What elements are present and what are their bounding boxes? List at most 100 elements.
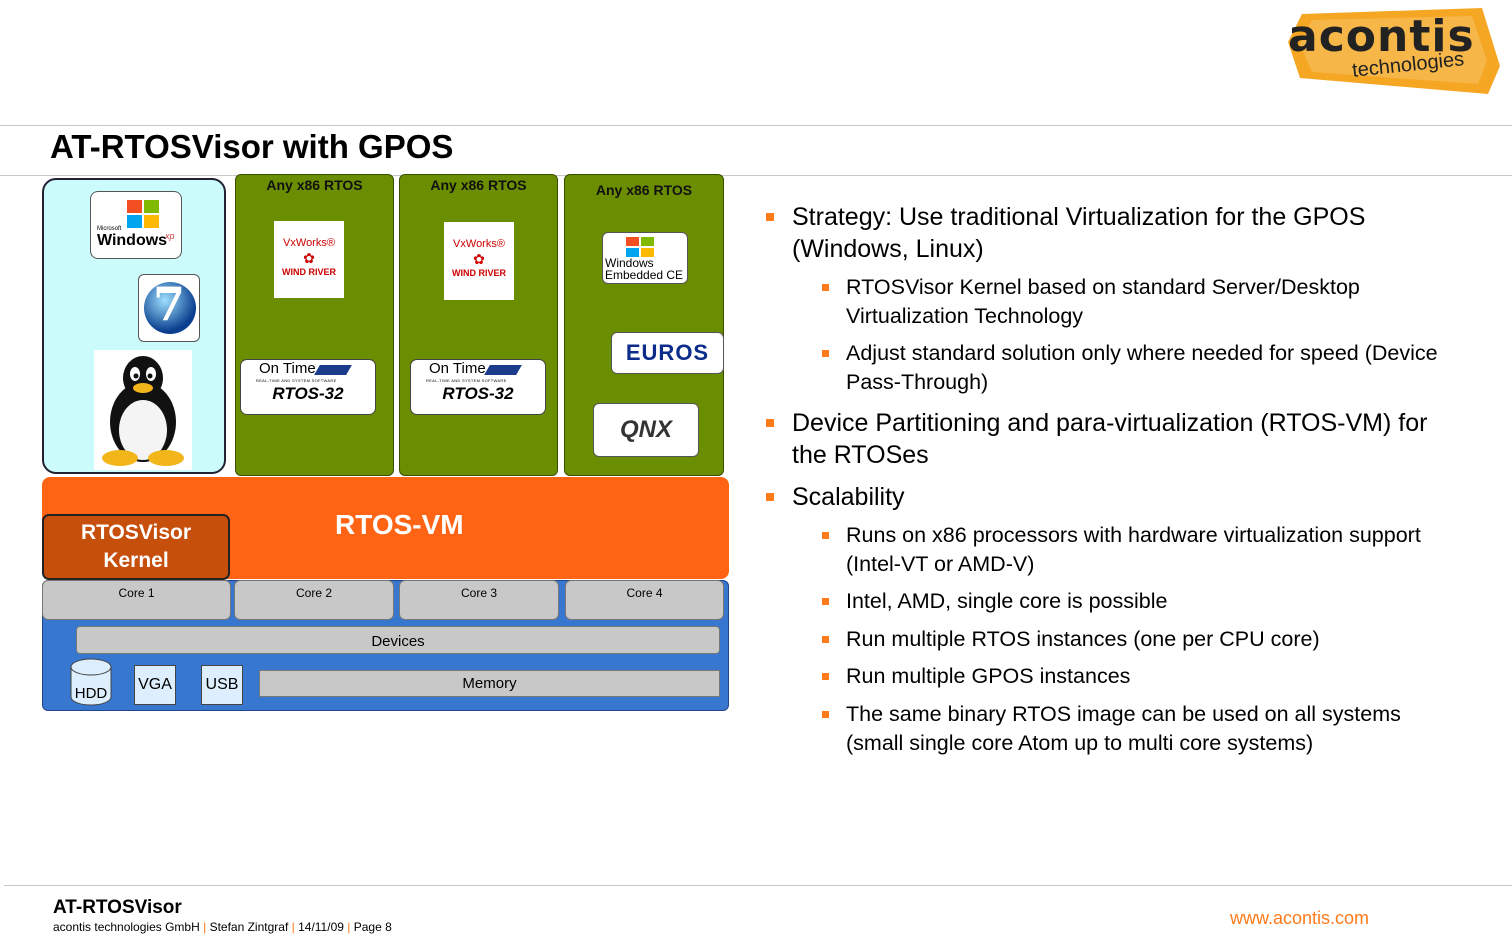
windows-7-logo: 7 [138,274,200,342]
windriver-mark-icon: ✿ [473,251,485,267]
rtos-column-3: Any x86 RTOS Windows Embedded CE EUROS Q… [564,174,724,476]
windows-flag-icon [626,237,654,257]
hdd-icon [70,658,112,706]
bullet-square-icon [766,419,774,427]
bullet-square-icon [766,493,774,501]
footer-meta: acontis technologies GmbH | Stefan Zintg… [53,920,392,934]
bullet-text: Run multiple RTOS instances (one per CPU… [846,627,1320,651]
core-3-box: Core 3 [399,580,559,620]
slide-title: AT-RTOSVisor with GPOS [50,128,454,165]
gpos-column: Microsoft Windows xp 7 [42,178,226,474]
footer-author: Stefan Zintgraf [209,920,289,934]
windows-xp-logo: Microsoft Windows xp [90,191,182,259]
qnx-logo: QNX [593,403,699,457]
rtos-column-1: Any x86 RTOS VxWorks® ✿ WIND RIVER On Ti… [235,174,394,476]
vxworks-logo: VxWorks® ✿ WIND RIVER [274,221,344,298]
footer-url-link[interactable]: www.acontis.com [1230,908,1370,928]
bullet-subitem: Run multiple RTOS instances (one per CPU… [822,625,1446,654]
column-header: Any x86 RTOS [595,182,693,198]
footer-separator: | [291,920,295,934]
euros-logo: EUROS [611,332,724,374]
bullet-square-icon [822,284,829,291]
column-header: Any x86 RTOS [430,177,527,193]
bullet-subitem: RTOSVisor Kernel based on standard Serve… [822,273,1446,331]
footer-separator: | [347,920,351,934]
bullet-text: Device Partitioning and para-virtualizat… [792,409,1428,469]
footer-separator: | [203,920,207,934]
bullet-text: Run multiple GPOS instances [846,664,1131,688]
bullet-text: Strategy: Use traditional Virtualization… [792,203,1366,263]
bullet-text: Intel, AMD, single core is possible [846,589,1168,613]
vxworks-logo: VxWorks® ✿ WIND RIVER [444,222,514,300]
rtos-column-2: Any x86 RTOS VxWorks® ✿ WIND RIVER On Ti… [399,174,558,476]
microsoft-label: Microsoft [97,226,122,232]
ontime-label: On Time [429,360,486,377]
windows-7-orb-icon [144,282,196,334]
vxworks-label: VxWorks® [283,237,335,249]
bullet-text: Runs on x86 processors with hardware vir… [846,523,1421,576]
ontime-bar-icon [484,365,522,375]
logo-wordmark: acontis [1288,11,1475,62]
bullet-subitem: Adjust standard solution only where need… [822,339,1446,397]
bullet-item: Strategy: Use traditional Virtualization… [766,201,1452,265]
bullet-subitem: Runs on x86 processors with hardware vir… [822,521,1446,579]
bullet-item: Device Partitioning and para-virtualizat… [766,407,1452,471]
windriver-label: WIND RIVER [282,267,336,277]
bullet-square-icon [822,598,829,605]
wince-label-2: Embedded CE [605,268,684,282]
devices-bar: Devices [76,626,720,654]
ontime-tagline: REAL-TIME AND SYSTEM SOFTWARE [426,378,507,383]
bullet-square-icon [822,673,829,680]
footer-company: acontis technologies GmbH [53,920,200,934]
acontis-logo: acontis technologies [1282,6,1504,98]
title-rule [0,175,1512,176]
vga-box: VGA [134,665,176,705]
xp-superscript: xp [165,231,175,241]
hdd-label: HDD [74,685,108,702]
footer-title: AT-RTOSVisor [53,897,182,918]
tux-penguin-icon [102,356,184,466]
ontime-rtos32-logo: On Time REAL-TIME AND SYSTEM SOFTWARE RT… [410,359,546,415]
kernel-label-line1: RTOSVisor [80,521,192,544]
core-4-box: Core 4 [565,580,724,620]
footer-page-number: Page 8 [353,920,392,934]
windows-7-numeral: 7 [152,277,185,331]
core-1-box: Core 1 [42,580,231,620]
kernel-label-line2: Kernel [103,549,169,572]
bullet-item: Scalability [766,481,1452,513]
bullet-text: Scalability [792,483,905,511]
memory-bar: Memory [259,670,720,697]
linux-tux-logo [94,350,192,470]
core-2-box: Core 2 [234,580,394,620]
rtos32-label: RTOS-32 [272,384,344,403]
windriver-mark-icon: ✿ [303,250,315,266]
header-rule [0,125,1512,126]
bullet-square-icon [822,532,829,539]
footer-date: 14/11/09 [298,920,344,934]
wince-label-1: Windows [605,256,654,270]
bullet-subitem: Intel, AMD, single core is possible [822,587,1446,616]
windows-xp-label: Windows [97,232,168,249]
bullet-square-icon [822,636,829,643]
windows-flag-icon [127,200,159,228]
bullet-subitem: Run multiple GPOS instances [822,662,1446,691]
windows-embedded-ce-logo: Windows Embedded CE [602,232,688,284]
bullet-square-icon [822,711,829,718]
rtosvisor-kernel-box: RTOSVisor Kernel [42,514,230,580]
bullet-square-icon [766,213,774,221]
hdd-cylinder: HDD [70,658,112,706]
rtos-vm-label: RTOS-VM [335,509,464,540]
bullet-text: Adjust standard solution only where need… [846,341,1438,394]
footer-rule [4,885,1512,886]
ontime-rtos32-logo: On Time REAL-TIME AND SYSTEM SOFTWARE RT… [240,359,376,415]
bullet-square-icon [822,350,829,357]
rtos32-label: RTOS-32 [442,384,514,403]
ontime-tagline: REAL-TIME AND SYSTEM SOFTWARE [256,378,337,383]
vxworks-label: VxWorks® [453,238,505,250]
usb-box: USB [201,665,243,705]
ontime-bar-icon [314,365,352,375]
bullet-text: RTOSVisor Kernel based on standard Serve… [846,275,1360,328]
bullet-subitem: The same binary RTOS image can be used o… [822,700,1446,758]
ontime-label: On Time [259,360,316,377]
windriver-label: WIND RIVER [452,268,506,278]
